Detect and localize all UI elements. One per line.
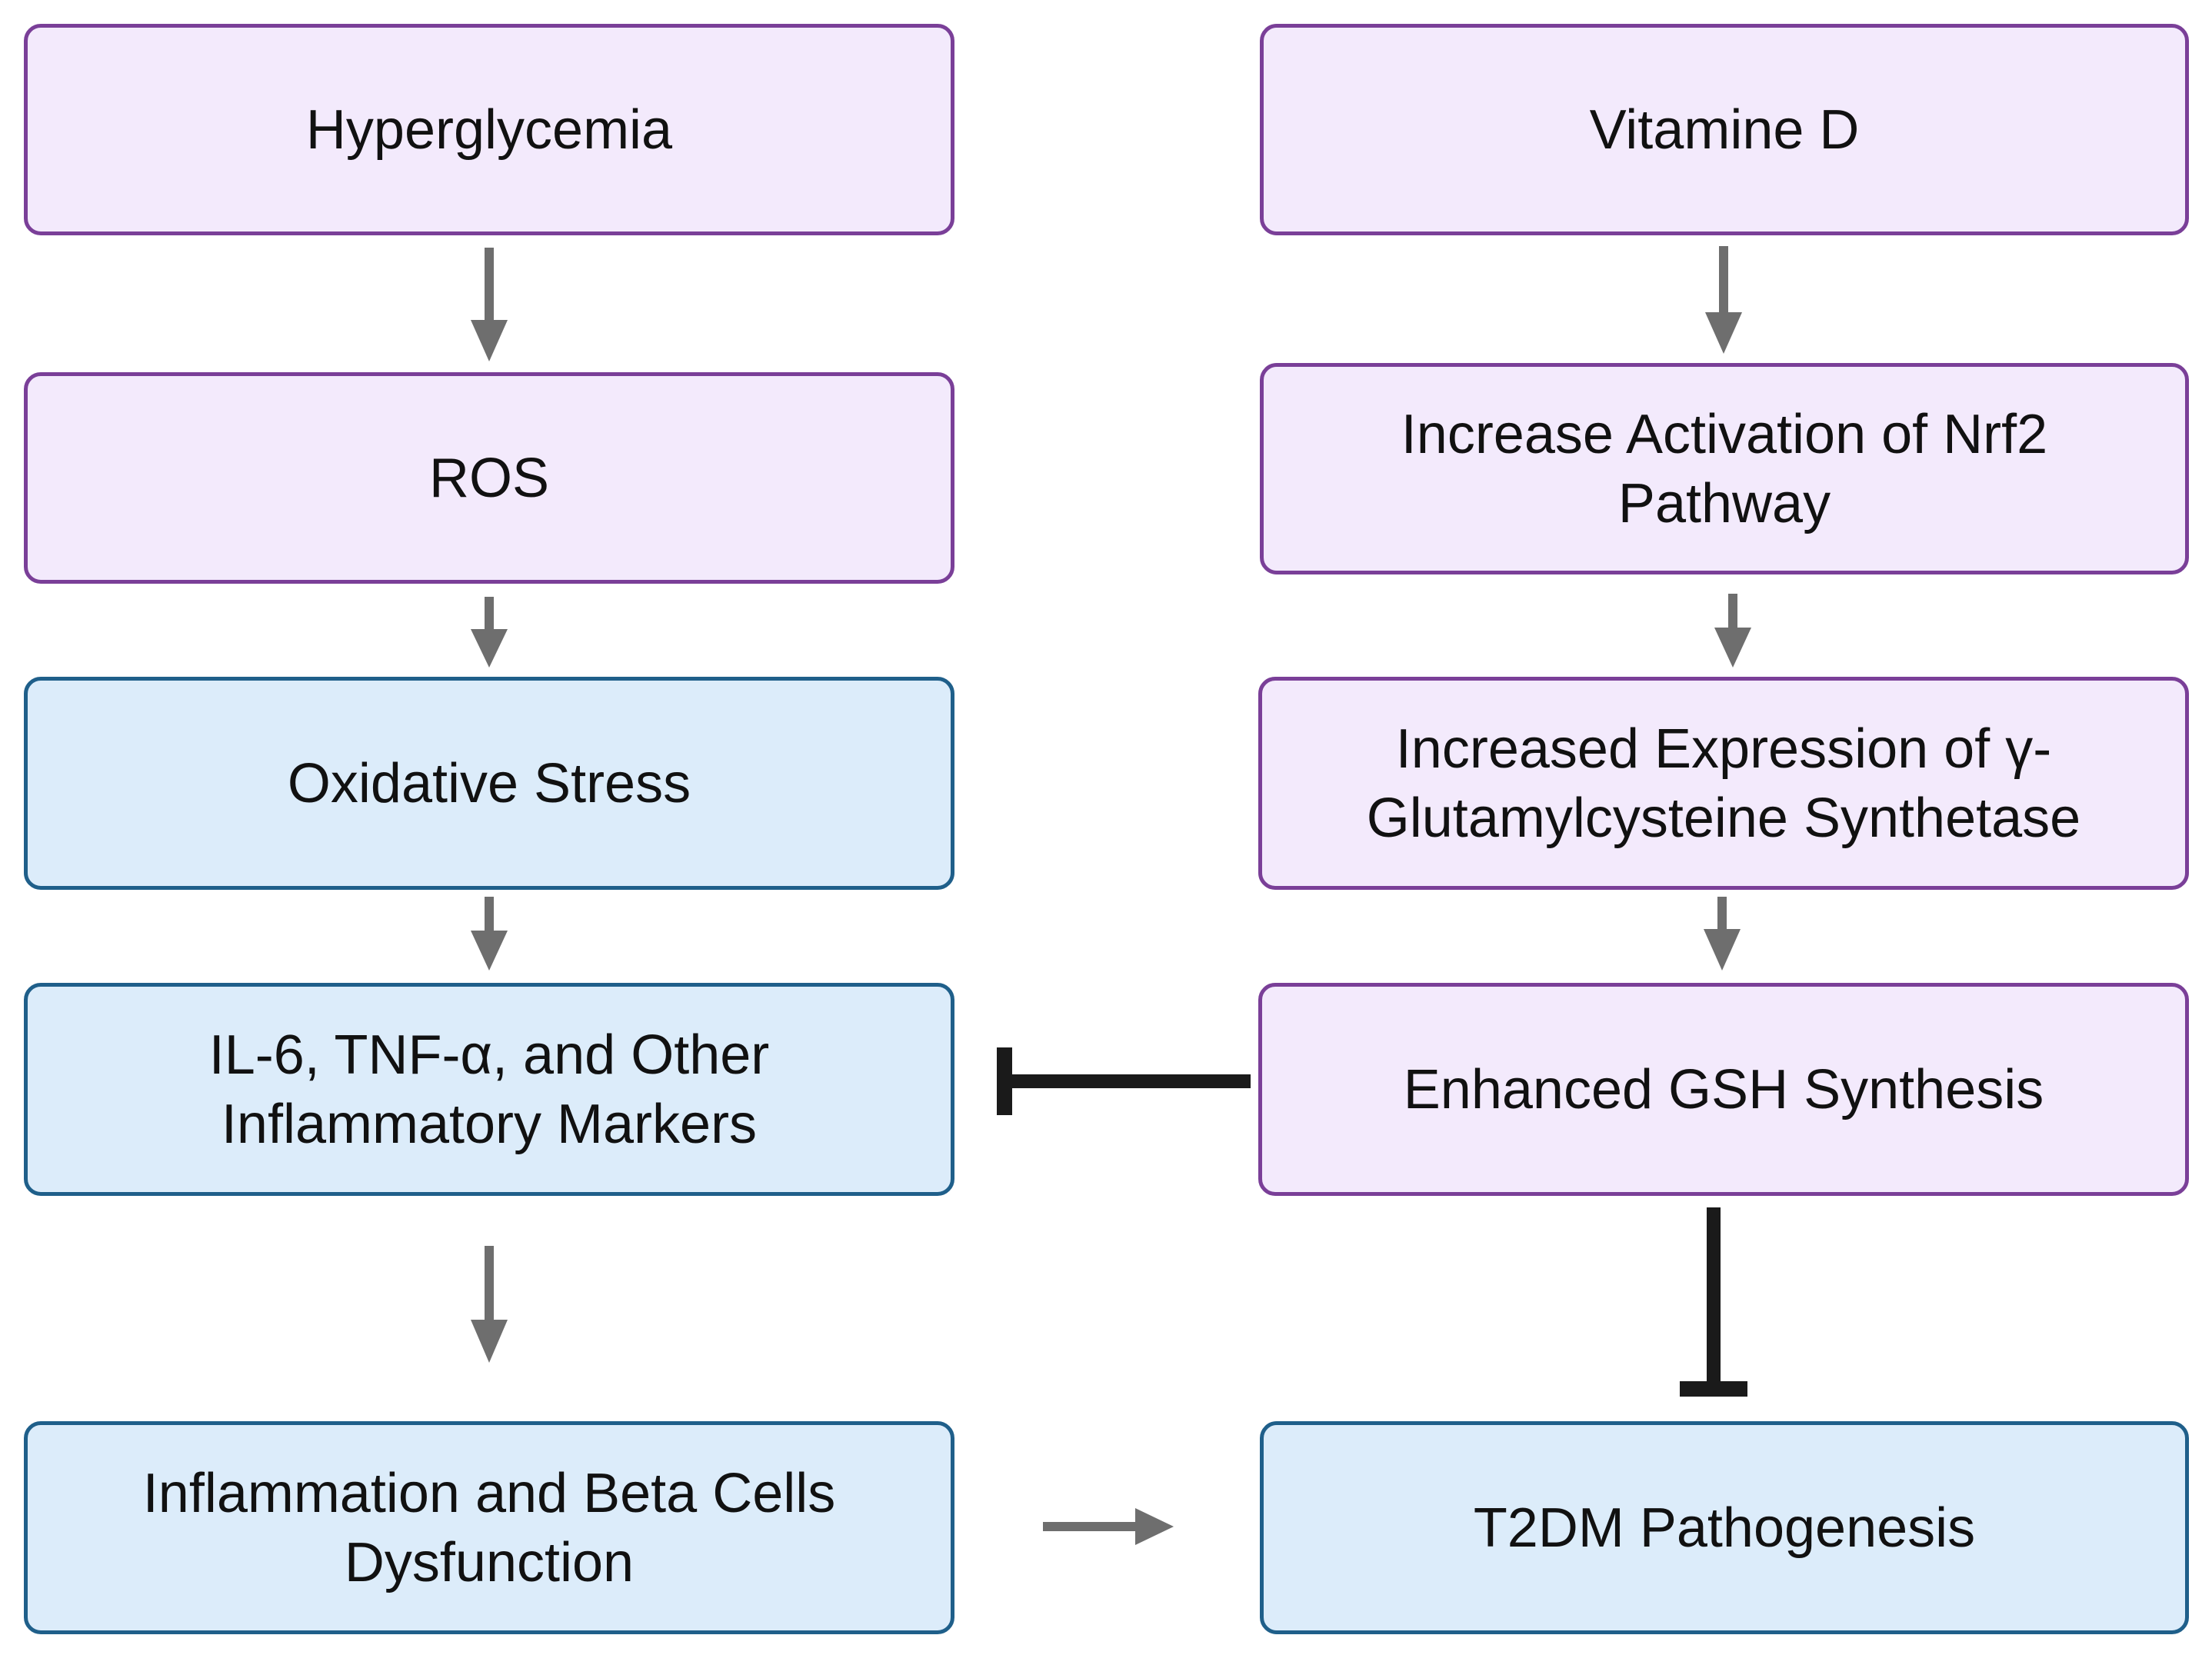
node-label: Inflammation and Beta Cells Dysfunction <box>142 1462 836 1593</box>
node-nrf2-activation: Increase Activation of Nrf2 Pathway <box>1260 363 2189 574</box>
arrow-oxidative-stress-to-markers <box>471 897 508 971</box>
arrow-ros-to-oxidative-stress <box>471 597 508 668</box>
node-inflammatory-markers: IL-6, TNF-α, and Other Inflammatory Mark… <box>24 983 954 1196</box>
node-label: Increased Expression of γ-Glutamylcystei… <box>1366 718 2081 849</box>
node-label: Oxidative Stress <box>287 752 691 814</box>
node-label: T2DM Pathogenesis <box>1473 1497 1976 1559</box>
arrow-markers-to-inflammation <box>471 1246 508 1363</box>
node-t2dm: T2DM Pathogenesis <box>1260 1421 2189 1634</box>
node-oxidative-stress: Oxidative Stress <box>24 677 954 890</box>
arrow-inflammation-to-t2dm <box>1043 1508 1174 1545</box>
node-gcs-expression: Increased Expression of γ-Glutamylcystei… <box>1258 677 2189 890</box>
node-label: Increase Activation of Nrf2 Pathway <box>1401 403 2048 534</box>
arrow-nrf2-to-gcs <box>1714 594 1751 668</box>
inhibitor-gsh-to-markers <box>997 1047 1251 1115</box>
arrow-hyperglycemia-to-ros <box>471 248 508 361</box>
inhibitor-gsh-to-t2dm <box>1680 1207 1747 1397</box>
node-label: IL-6, TNF-α, and Other Inflammatory Mark… <box>208 1024 770 1155</box>
node-hyperglycemia: Hyperglycemia <box>24 24 954 235</box>
arrow-vitamin-d-to-nrf2 <box>1705 246 1742 354</box>
node-label: ROS <box>428 447 550 509</box>
node-label: Enhanced GSH Synthesis <box>1403 1058 2044 1121</box>
node-vitamin-d: Vitamine D <box>1260 24 2189 235</box>
node-gsh-synthesis: Enhanced GSH Synthesis <box>1258 983 2189 1196</box>
node-inflammation-beta-cells: Inflammation and Beta Cells Dysfunction <box>24 1421 954 1634</box>
arrow-gcs-to-gsh <box>1704 897 1741 971</box>
node-label: Hyperglycemia <box>305 98 673 161</box>
node-label: Vitamine D <box>1589 98 1860 161</box>
node-ros: ROS <box>24 372 954 584</box>
